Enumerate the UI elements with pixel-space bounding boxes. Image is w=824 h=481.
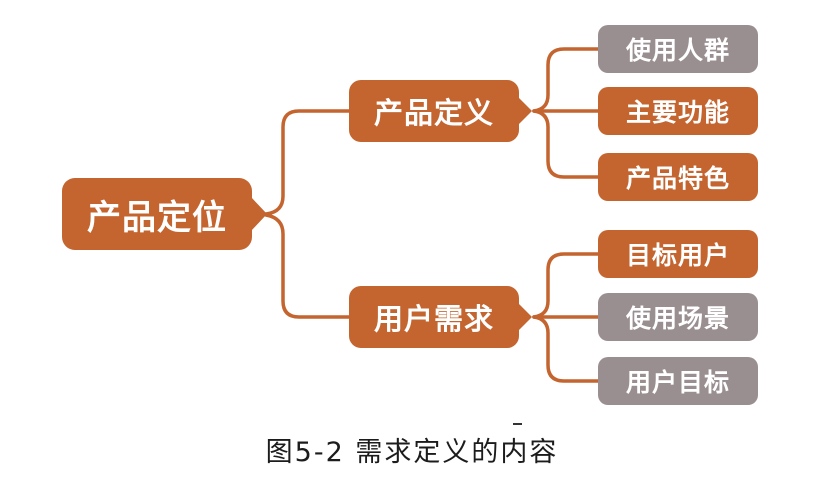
node-root-product-positioning: 产品定位 xyxy=(62,178,252,250)
figure-caption: 图5-2 需求定义的内容 xyxy=(265,437,559,468)
node-branch-product-definition: 产品定义 xyxy=(349,80,519,142)
node-leaf-label: 使用场景 xyxy=(625,304,730,333)
scan-artifact-dash xyxy=(513,423,522,425)
node-branch-user-needs: 用户需求 xyxy=(349,286,519,348)
node-leaf-user-group: 使用人群 xyxy=(598,25,758,73)
node-leaf-label: 产品特色 xyxy=(625,164,730,193)
node-root-label: 产品定位 xyxy=(87,197,227,238)
node-leaf-label: 主要功能 xyxy=(625,98,730,127)
node-leaf-main-functions: 主要功能 xyxy=(598,87,758,135)
node-branch-label: 产品定义 xyxy=(373,96,494,130)
node-leaf-target-users: 目标用户 xyxy=(598,230,758,278)
node-branch-label: 用户需求 xyxy=(373,302,494,336)
node-leaf-label: 目标用户 xyxy=(625,241,730,270)
node-leaf-label: 使用人群 xyxy=(625,36,730,65)
node-leaf-label: 用户目标 xyxy=(625,368,730,397)
node-leaf-user-goals: 用户目标 xyxy=(598,357,758,405)
node-leaf-product-features: 产品特色 xyxy=(598,153,758,201)
node-leaf-usage-scenarios: 使用场景 xyxy=(598,293,758,341)
